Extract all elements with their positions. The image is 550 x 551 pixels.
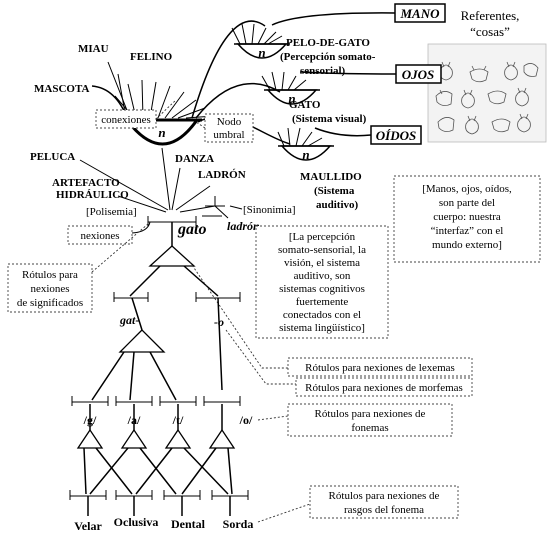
note-nodo-umbral-box [204, 113, 254, 143]
concept-miau: MIAU [78, 43, 109, 55]
lexeme-ladron: ladrón [227, 219, 260, 233]
concept-maullido-line-3: auditivo) [316, 199, 359, 211]
referent-mano: MANO [399, 6, 440, 21]
note-fonemas-line-2: fonemas [351, 422, 388, 434]
concept-gato-line-1: GATO [289, 99, 321, 111]
phoneme-bars [71, 396, 241, 406]
concept-pelo-de-gato-line-3: sensorial) [300, 65, 346, 77]
lexeme-gato: gato [177, 221, 206, 238]
note-morfemas-box [295, 377, 473, 397]
phoneme-4: /o/ [239, 413, 253, 427]
morpheme-gat: gat- [119, 313, 139, 327]
note-percepcion-line-5: sistemas cognitivos [279, 283, 365, 295]
feature-1: Velar [74, 519, 102, 533]
referents-cat-drawings [427, 43, 547, 143]
svg-text:n: n [258, 45, 265, 60]
note-manos-line-2: son parte del [439, 197, 495, 209]
feature-2: Oclusiva [114, 515, 159, 529]
concept-peluca: PELUCA [30, 151, 75, 163]
note-rasgos-line-2: rasgos del fonema [344, 504, 424, 516]
concept-maullido-line-2: (Sistema [314, 185, 355, 197]
concept-node-gato: n [261, 71, 320, 106]
note-conexiones: conexiones [101, 114, 150, 126]
phoneme-triangle-1 [76, 428, 104, 449]
note-percepcion-line-2: somato-sensorial, la [278, 244, 366, 256]
note-percepcion-line-7: conectados con el [283, 309, 361, 321]
referents-title-line-2: “cosas” [470, 24, 510, 39]
note-nexiones: nexiones [80, 230, 119, 242]
concept-node-maullido: n [277, 127, 334, 162]
note-rotulos-significados-line-1: Rótulos para [22, 269, 78, 281]
phoneme-triangle-2 [120, 428, 148, 449]
referents-title-line-1: Referentes, [461, 8, 520, 23]
referent-ojos: OJOS [402, 67, 435, 82]
note-nexiones-box [67, 225, 133, 245]
phoneme-triangle-3 [164, 428, 192, 449]
note-percepcion-line-8: sistema lingüístico] [279, 322, 365, 334]
feature-3: Dental [171, 517, 206, 531]
note-morfemas: Rótulos para nexiones de morfemas [305, 382, 463, 394]
feature-4: Sorda [223, 517, 254, 531]
note-lexemas: Rótulos para nexiones de lexemas [305, 362, 455, 374]
note-fonemas-box [287, 403, 453, 437]
note-percepcion-box [255, 225, 389, 339]
referent-oidos: OÍDOS [376, 128, 416, 143]
lexeme-node-triangle [148, 245, 196, 267]
note-rasgos-box [309, 485, 459, 519]
concept-artefacto-line-1: ARTEFACTO [52, 177, 120, 189]
svg-text:n: n [302, 147, 309, 162]
note-sinonimia: [Sinonimia] [243, 204, 296, 216]
note-lexemas-box [287, 357, 473, 377]
note-percepcion-line-1: [La percepción [289, 231, 356, 243]
note-manos-line-5: mundo externo] [432, 239, 502, 251]
concept-mascota: MASCOTA [34, 83, 89, 95]
note-nodo-umbral-line-2: umbral [213, 129, 244, 141]
note-manos-box [393, 175, 541, 263]
feature-connections [69, 447, 249, 516]
concept-node-pelo-de-gato: n [231, 23, 290, 60]
lexeme-node-ladron [179, 196, 229, 219]
note-rasgos-line-1: Rótulos para nexiones de [329, 490, 440, 502]
note-polisemia: [Polisemia] [86, 206, 137, 218]
morpheme-node-triangle [118, 329, 166, 353]
note-nodo-umbral-line-1: Nodo [217, 116, 242, 128]
note-manos-line-1: [Manos, ojos, oídos, [422, 183, 512, 195]
note-rotulos-significados-box [7, 263, 93, 313]
note-rotulos-significados-line-3: de significados [17, 297, 83, 309]
note-manos-line-4: “interfaz” con el [431, 225, 504, 237]
note-manos-line-3: cuerpo: nuestra [433, 211, 501, 223]
concept-ladron: LADRÓN [198, 169, 246, 181]
phoneme-triangle-4 [208, 428, 236, 449]
concept-pelo-de-gato-line-2: (Percepción somato- [280, 51, 376, 63]
concept-felino: FELINO [130, 51, 173, 63]
svg-text:n: n [158, 125, 165, 140]
note-rotulos-significados-line-2: nexiones [30, 283, 69, 295]
svg-text:n: n [288, 91, 295, 106]
concept-danza: DANZA [175, 153, 214, 165]
note-percepcion-line-4: auditivo, son [294, 270, 351, 282]
note-percepcion-line-6: fuertemente [296, 296, 349, 308]
note-fonemas-line-1: Rótulos para nexiones de [315, 408, 426, 420]
concept-maullido-line-1: MAULLIDO [300, 171, 362, 183]
concept-gato-line-2: (Sistema visual) [292, 113, 367, 125]
concept-pelo-de-gato-line-1: PELO-DE-GATO [286, 37, 370, 49]
concept-artefacto-line-2: HIDRÁULICO [56, 189, 129, 201]
concept-node-main: n [107, 61, 215, 146]
note-percepcion-line-3: visión, el sistema [284, 257, 360, 269]
